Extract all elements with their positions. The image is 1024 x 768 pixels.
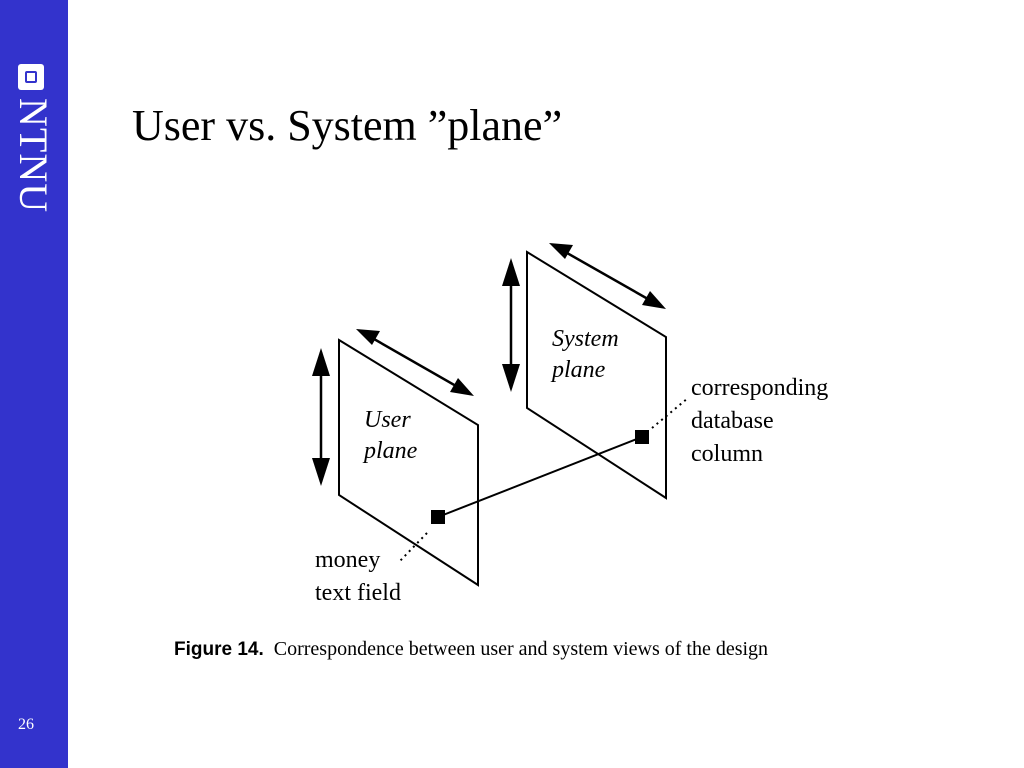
user-field-marker — [431, 510, 445, 524]
system-plane-label: System plane — [552, 324, 619, 386]
user-plane-label-line2: plane — [364, 438, 418, 464]
sidebar: NTNU 26 — [0, 0, 68, 768]
figure-label: Figure 14. — [174, 639, 264, 660]
system-plane-label-line2: plane — [552, 357, 606, 383]
column-label-line1: corresponding — [691, 375, 829, 401]
page-number: 26 — [18, 716, 34, 733]
logo-text: NTNU — [11, 98, 56, 214]
money-leader — [397, 532, 428, 564]
money-label-line1: money — [315, 547, 381, 573]
caption-text: Correspondence between user and system v… — [273, 638, 769, 660]
figure-caption: Figure 14. Correspondence between user an… — [174, 638, 768, 661]
column-label-line3: column — [691, 441, 763, 467]
column-leader — [651, 397, 689, 429]
database-column-label: corresponding database column — [691, 372, 828, 471]
money-label-line2: text field — [315, 580, 401, 606]
ntnu-logo-icon — [18, 64, 44, 90]
user-plane-label-line1: User — [364, 407, 411, 433]
user-vertical-arrow — [312, 348, 330, 486]
user-plane — [338, 338, 479, 587]
system-diagonal-arrow — [549, 243, 666, 309]
system-plane — [526, 250, 667, 500]
slide-title: User vs. System ”plane” — [132, 101, 563, 150]
money-text-field-label: money text field — [315, 544, 401, 610]
system-plane-label-line1: System — [552, 326, 619, 352]
system-vertical-arrow — [502, 258, 520, 392]
connector-line — [437, 436, 643, 518]
column-label-line2: database — [691, 408, 774, 434]
user-plane-label: User plane — [364, 405, 417, 467]
system-column-marker — [635, 430, 649, 444]
user-diagonal-arrow — [356, 329, 474, 396]
